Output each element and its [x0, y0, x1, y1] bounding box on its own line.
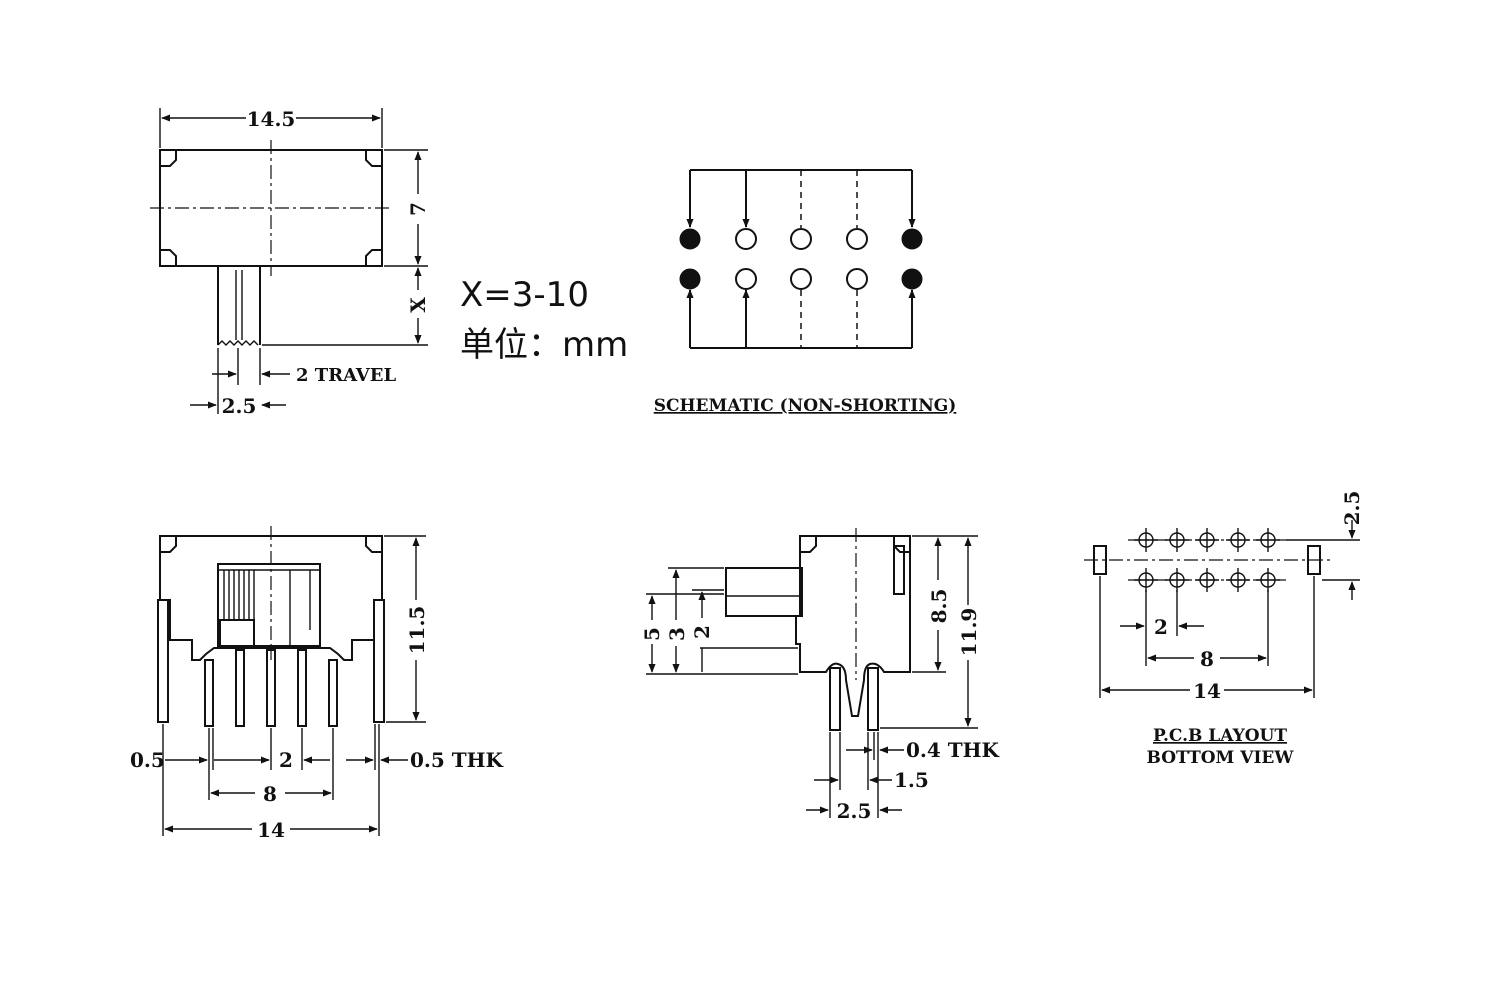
front-right-thk-label: 0.5 THK — [410, 748, 504, 772]
side-pin-width-label: 1.5 — [894, 768, 929, 792]
contact-filled — [902, 269, 922, 289]
pcb-span-label: 8 — [1200, 647, 1214, 671]
x-dim-label: X — [406, 297, 430, 313]
x-range-note: X=3-10 — [460, 275, 589, 315]
contact-open — [847, 269, 867, 289]
pcb-caption-layout: P.C.B LAYOUT — [1153, 726, 1287, 746]
front-span-label: 8 — [263, 782, 277, 806]
top-view: 14.5 7 X 2 TRAVEL 2.5 — [150, 107, 430, 418]
pin — [830, 668, 840, 730]
pin — [267, 650, 275, 726]
side-h3-label: 3 — [665, 627, 689, 641]
side-housing-outline — [796, 536, 910, 716]
pcb-overall-label: 14 — [1193, 679, 1221, 703]
pcb-row-pitch-label: 2.5 — [1340, 491, 1364, 526]
contact-open — [791, 269, 811, 289]
width-dim-label: 14.5 — [247, 107, 296, 131]
contact-filled — [680, 229, 700, 249]
pin — [868, 668, 878, 730]
height-dim-label: 7 — [406, 202, 430, 216]
contact-filled — [902, 229, 922, 249]
actuator-shaft — [218, 266, 260, 345]
pcb-layout: 2.5 2 8 14 P.C.B LAYOUT BOTTOM VIEW — [1084, 491, 1364, 768]
contact-open — [736, 269, 756, 289]
actuator-width-label: 2.5 — [222, 394, 257, 418]
side-h85-label: 8.5 — [927, 589, 951, 624]
side-h119-label: 11.9 — [957, 608, 981, 657]
mounting-slot — [1094, 546, 1106, 574]
travel-label: 2 TRAVEL — [296, 365, 396, 386]
mounting-slot — [1308, 546, 1320, 574]
contact-open — [736, 229, 756, 249]
front-pitch-label: 2 — [279, 748, 293, 772]
pin — [329, 660, 337, 726]
pcb-pitch-label: 2 — [1154, 615, 1168, 639]
front-overall-label: 14 — [257, 818, 285, 842]
side-h5-label: 5 — [640, 627, 664, 641]
pin — [298, 650, 306, 726]
pcb-hole-row-top — [1134, 528, 1280, 552]
contact-filled — [680, 269, 700, 289]
side-h2-label: 2 — [690, 625, 714, 639]
side-pin-thk-label: 0.4 THK — [906, 738, 1000, 762]
front-view: 11.5 0.5 2 0.5 THK 8 14 — [130, 526, 504, 842]
unit-note: 单位：mm — [460, 325, 628, 365]
pcb-caption-view: BOTTOM VIEW — [1147, 748, 1295, 768]
contact-open — [847, 229, 867, 249]
front-height-label: 11.5 — [405, 606, 429, 655]
side-view: 5 3 2 8.5 11.9 0.4 THK 1.5 2.5 — [640, 528, 1000, 823]
contact-open — [791, 229, 811, 249]
schematic-caption: SCHEMATIC (NON-SHORTING) — [654, 396, 957, 416]
pin — [236, 650, 244, 726]
side-actuator — [726, 568, 802, 616]
pin — [205, 660, 213, 726]
side-row-pitch-label: 2.5 — [837, 799, 872, 823]
front-left-thk-label: 0.5 — [130, 748, 165, 772]
schematic: SCHEMATIC (NON-SHORTING) — [654, 170, 957, 416]
notes: X=3-10 单位：mm — [460, 275, 628, 365]
pcb-hole-row-bottom — [1134, 568, 1280, 592]
